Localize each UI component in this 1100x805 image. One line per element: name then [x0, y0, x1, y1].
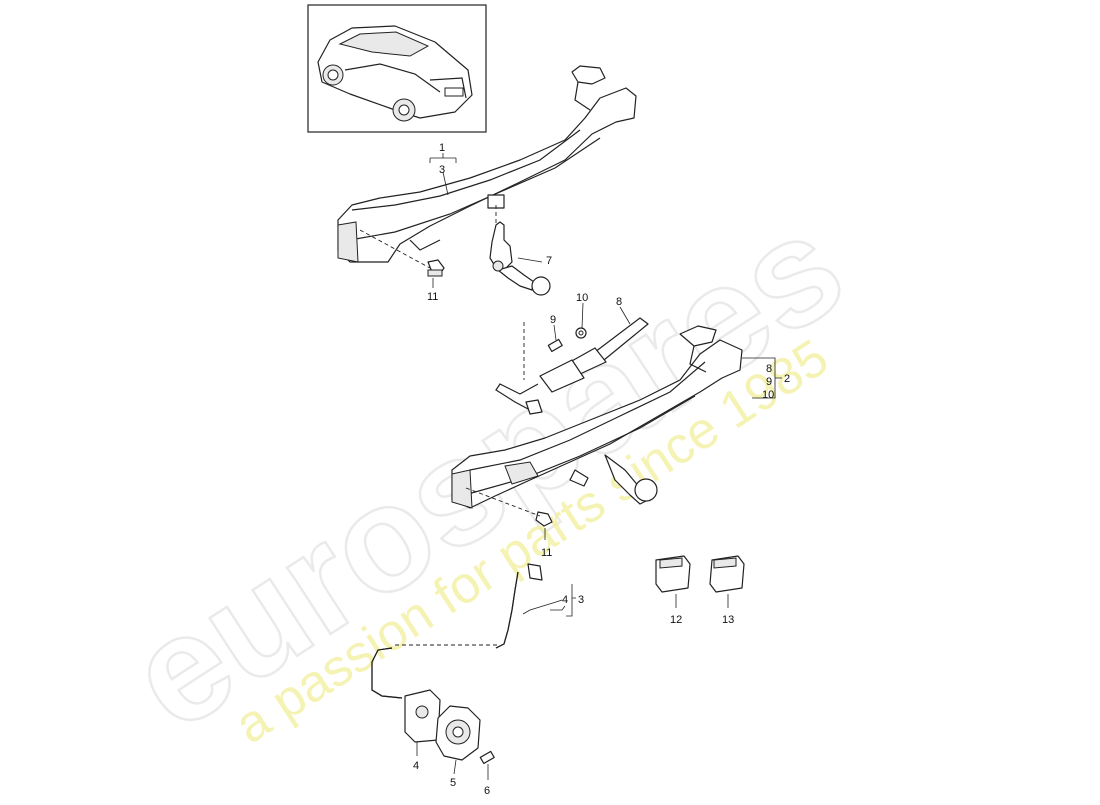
callout-8-bracket: 8: [766, 363, 772, 375]
tow-ball-detachable: [489, 221, 551, 296]
tow-ball-fixed-icon: [634, 478, 658, 502]
callout-9-bracket: 9: [766, 376, 772, 388]
leader-lines: [416, 153, 782, 780]
callout-8-upper: 8: [616, 296, 622, 308]
tow-ball-icon: [531, 276, 551, 296]
callout-9-upper: 9: [550, 314, 556, 326]
callout-6: 6: [484, 785, 490, 797]
callouts: 1 3 7 11 9 10 8 8 9 10 2 11 4 3 12 13 4 …: [413, 142, 790, 797]
callout-1: 1: [439, 142, 445, 154]
bolt-nut-small: [547, 327, 587, 353]
callout-11-upper: 11: [427, 291, 438, 303]
socket-gasket: [404, 689, 441, 743]
callout-4-lower: 4: [413, 760, 419, 772]
callout-11-lower: 11: [541, 547, 552, 559]
trailer-socket: [435, 705, 481, 761]
callout-7: 7: [546, 255, 552, 267]
callout-5: 5: [450, 777, 456, 789]
callout-10-bracket: 10: [762, 389, 774, 401]
bolt-upper: [427, 259, 445, 277]
actuator-assembly: [495, 317, 649, 415]
callout-3-bracket: 3: [578, 594, 584, 606]
cap-13: [709, 555, 745, 593]
callout-2: 2: [784, 373, 790, 385]
callout-4-bracket: 4: [562, 594, 568, 606]
callout-12: 12: [670, 614, 682, 626]
callout-3-upper: 3: [439, 164, 445, 176]
callout-10-upper: 10: [576, 292, 588, 304]
callout-13: 13: [722, 614, 734, 626]
cap-12: [655, 555, 691, 593]
vehicle-thumbnail: [307, 4, 487, 133]
crossmember-lower: [451, 325, 743, 509]
crossmember-upper: [337, 65, 637, 263]
wiring-harness: [371, 563, 543, 699]
bolt-lower: [535, 511, 553, 527]
socket-screw: [479, 750, 495, 765]
